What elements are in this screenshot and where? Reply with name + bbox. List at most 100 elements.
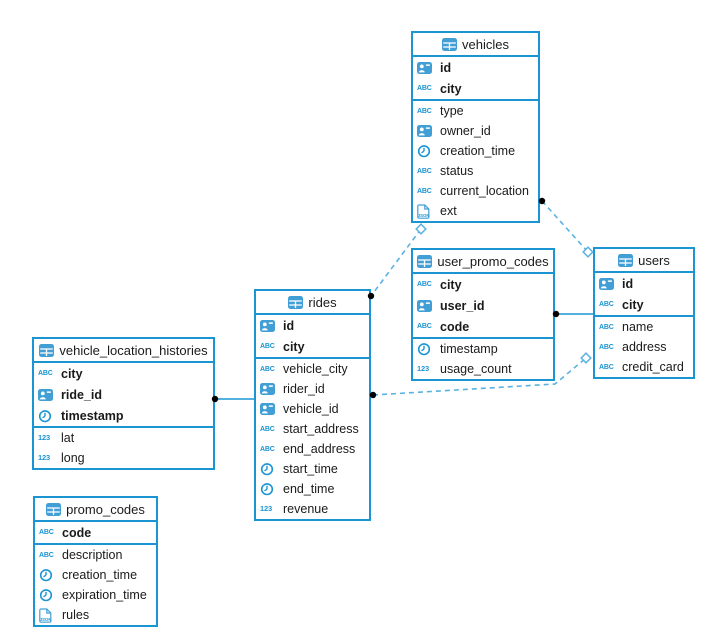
table-icon: [442, 37, 458, 51]
relationship-diamond-marker: [580, 352, 592, 364]
field-label: city: [440, 277, 462, 292]
field-row-id[interactable]: id: [256, 315, 369, 336]
field-label: vehicle_id: [283, 402, 339, 416]
field-label: id: [283, 318, 295, 333]
field-row-timestamp[interactable]: timestamp: [413, 339, 553, 359]
json-type-icon: JSON: [39, 607, 57, 623]
field-label: owner_id: [440, 124, 491, 138]
table-icon: [39, 343, 55, 357]
relationship-line-vehicles-users: [541, 200, 589, 253]
field-row-end_time[interactable]: end_time: [256, 479, 369, 499]
field-row-owner_id[interactable]: owner_id: [413, 121, 538, 141]
text-type-icon: ABC: [260, 425, 275, 433]
field-row-rules[interactable]: JSON rules: [35, 605, 156, 625]
field-label: ext: [440, 204, 457, 218]
table-header[interactable]: rides: [256, 291, 369, 315]
table-header[interactable]: user_promo_codes: [413, 250, 553, 274]
table-title: vehicles: [462, 36, 509, 52]
table-icon: [417, 254, 433, 268]
table-header[interactable]: vehicle_location_histories: [34, 339, 213, 363]
uuid-type-icon: [260, 403, 278, 415]
field-label: city: [622, 297, 644, 312]
field-label: rules: [62, 608, 90, 622]
field-label: timestamp: [61, 408, 124, 423]
field-row-start_time[interactable]: start_time: [256, 459, 369, 479]
field-label: end_address: [283, 442, 356, 456]
text-type-icon: ABC: [417, 85, 432, 92]
uuid-type-icon: [417, 299, 435, 312]
field-row-id[interactable]: id: [595, 273, 693, 294]
table-title: rides: [308, 294, 337, 310]
table-header[interactable]: users: [595, 249, 693, 273]
text-type-icon: ABC: [39, 529, 54, 536]
field-label: revenue: [283, 502, 329, 516]
table-title: promo_codes: [66, 501, 145, 517]
text-type-icon: ABC: [417, 167, 432, 175]
field-row-id[interactable]: id: [413, 57, 538, 78]
table-icon: [618, 253, 634, 267]
field-label: ride_id: [61, 387, 102, 402]
timestamp-type-icon: [417, 342, 435, 356]
table-icon: [39, 343, 55, 357]
field-row-city[interactable]: ABC city: [413, 274, 553, 295]
field-label: city: [283, 339, 305, 354]
text-type-icon: ABC: [417, 107, 432, 115]
field-label: expiration_time: [62, 588, 147, 602]
field-row-vehicle_id[interactable]: vehicle_id: [256, 399, 369, 419]
field-row-timestamp[interactable]: timestamp: [34, 405, 213, 426]
field-label: id: [440, 60, 452, 75]
field-row-expiration_time[interactable]: expiration_time: [35, 585, 156, 605]
text-type-icon: ABC: [599, 363, 614, 371]
field-row-creation_time[interactable]: creation_time: [413, 141, 538, 161]
text-type-icon: ABC: [417, 281, 432, 288]
field-row-ride_id[interactable]: ride_id: [34, 384, 213, 405]
field-row-creation_time[interactable]: creation_time: [35, 565, 156, 585]
field-label: lat: [61, 431, 75, 445]
field-label: current_location: [440, 184, 529, 198]
field-row-rider_id[interactable]: rider_id: [256, 379, 369, 399]
text-type-icon: ABC: [39, 551, 54, 559]
table-header[interactable]: vehicles: [413, 33, 538, 57]
table-icon: [417, 254, 433, 268]
field-label: vehicle_city: [283, 362, 348, 376]
field-row-user_id[interactable]: user_id: [413, 295, 553, 316]
field-label: start_time: [283, 462, 338, 476]
table-header[interactable]: promo_codes: [35, 498, 156, 522]
numeric-type-icon: 123: [417, 364, 429, 374]
table-icon: [46, 502, 62, 516]
